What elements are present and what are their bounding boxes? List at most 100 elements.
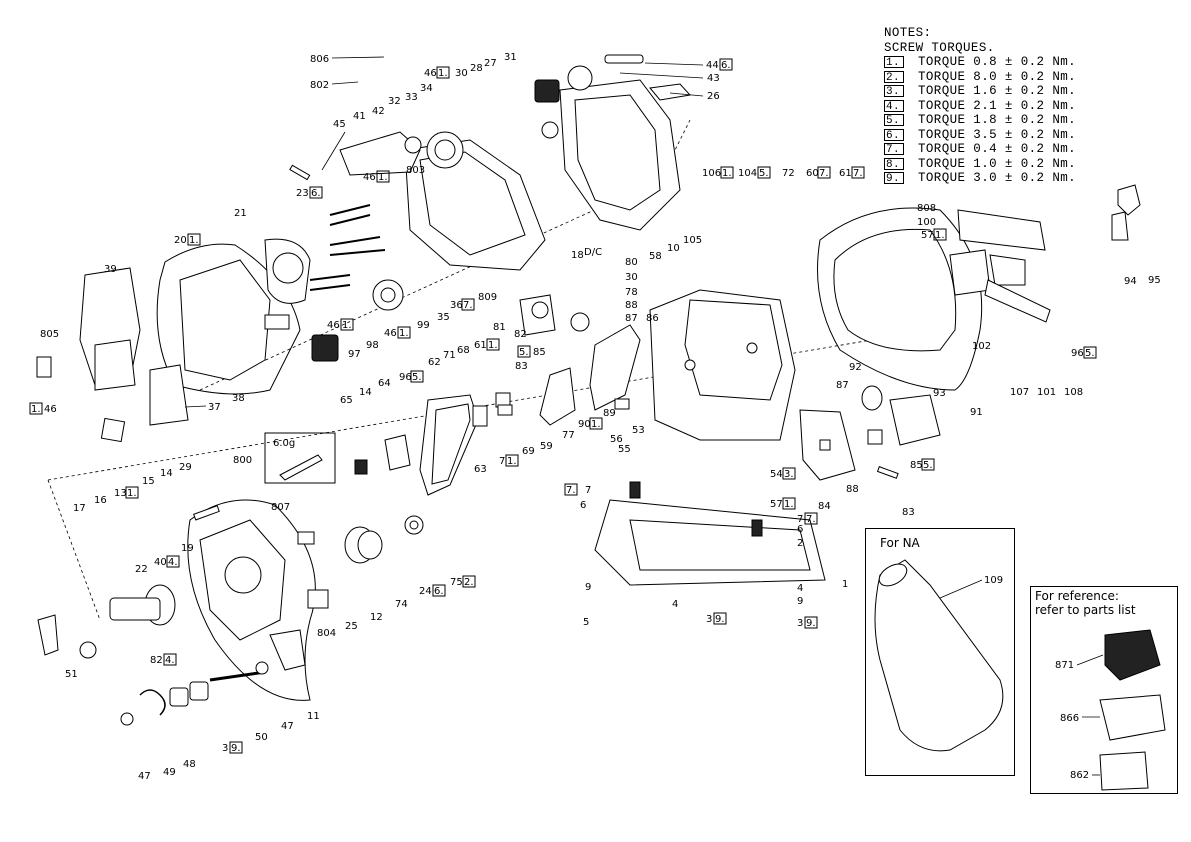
callout-106: 106 — [702, 168, 721, 179]
gear-guard-assembly — [354, 294, 641, 496]
callout-33: 33 — [405, 92, 418, 103]
callout-71: 71 — [443, 350, 456, 361]
callout-2: 2 — [797, 538, 803, 549]
callout-46e: 46 — [384, 328, 397, 339]
callout-27: 27 — [484, 58, 497, 69]
grease-box: 6.0g — [264, 432, 336, 484]
callout-84: 84 — [818, 501, 831, 512]
oil-bottle-109 — [874, 559, 1004, 752]
motor-housing-assembly — [289, 54, 691, 271]
callout-11: 11 — [307, 711, 320, 722]
callout-37: 37 — [208, 402, 221, 413]
callout-85: 85 — [533, 347, 546, 358]
callout-28: 28 — [470, 63, 483, 74]
for-na-box: For NA — [865, 528, 1015, 776]
callout-48: 48 — [183, 759, 196, 770]
callout-95: 95 — [1148, 275, 1161, 286]
callout-54: 54 — [770, 469, 783, 480]
svg-text:5.: 5. — [759, 168, 769, 179]
callout-5: 5 — [583, 617, 589, 628]
callout-19: 19 — [181, 543, 194, 554]
callout-55: 55 — [618, 444, 631, 455]
svg-text:6.: 6. — [721, 60, 731, 71]
svg-text:9.: 9. — [231, 743, 241, 754]
callout-4: 4 — [672, 599, 678, 610]
callout-46b: 46 — [363, 172, 376, 183]
callout-30a: 30 — [455, 68, 468, 79]
screw-torque-notes: NOTES: SCREW TORQUES. 1.TORQUE 0.8 ± 0.2… — [884, 26, 1076, 186]
callout-38: 38 — [232, 393, 245, 404]
callout-40: 40 — [154, 557, 167, 568]
callout-41: 41 — [353, 111, 366, 122]
torque-row-4: 4.TORQUE 2.1 ± 0.2 Nm. — [884, 98, 1077, 113]
svg-text:1.: 1. — [342, 320, 352, 331]
svg-text:4.: 4. — [165, 655, 175, 666]
callout-13: 13 — [114, 488, 127, 499]
svg-text:1.: 1. — [378, 172, 388, 183]
torque-row-7: 7.TORQUE 0.4 ± 0.2 Nm. — [884, 142, 1077, 156]
callout-109: 109 — [984, 575, 1003, 586]
callout-107: 107 — [1010, 387, 1029, 398]
ref-862: 862 — [1070, 770, 1089, 781]
callout-3: 3 — [222, 743, 228, 754]
callout-39: 39 — [104, 264, 117, 275]
callout-56: 56 — [610, 434, 623, 445]
torque-row-3: 3.TORQUE 1.6 ± 0.2 Nm. — [884, 84, 1077, 98]
ref-866: 866 — [1060, 713, 1079, 724]
callout-36: 36 — [450, 300, 463, 311]
callout-809: 809 — [478, 292, 497, 303]
callout-87b: 87 — [836, 380, 849, 391]
callout-88: 88 — [625, 300, 638, 311]
svg-text:1.: 1. — [591, 419, 601, 430]
callout-21: 21 — [234, 208, 247, 219]
callout-803: 803 — [406, 165, 425, 176]
svg-text:7.: 7. — [566, 485, 576, 496]
callout-50: 50 — [255, 732, 268, 743]
callout-808: 808 — [917, 203, 936, 214]
callout-62: 62 — [428, 357, 441, 368]
callout-89: 89 — [603, 408, 616, 419]
notes-title: NOTES: — [884, 26, 932, 40]
svg-text:4.: 4. — [168, 557, 178, 568]
callout-64: 64 — [378, 378, 391, 389]
callout-57: 57 — [921, 230, 934, 241]
svg-text:5.: 5. — [1085, 348, 1095, 359]
svg-text:1.: 1. — [488, 340, 498, 351]
callout-53: 53 — [632, 425, 645, 436]
callout-35: 35 — [437, 312, 450, 323]
svg-text:5.: 5. — [412, 372, 422, 383]
callout-86: 86 — [646, 313, 659, 324]
callout-20: 20 — [174, 235, 187, 246]
torque-row-2: 2.TORQUE 8.0 ± 0.2 Nm. — [884, 69, 1077, 84]
svg-text:2.: 2. — [464, 577, 474, 588]
callout-7b: 7 — [585, 485, 591, 496]
callout-68: 68 — [457, 345, 470, 356]
reference-text: For reference: refer to parts list — [1035, 589, 1136, 617]
notes-subtitle: SCREW TORQUES. — [884, 40, 995, 55]
assembly-axis-line — [47, 479, 101, 621]
callout-46c: 46 — [44, 404, 57, 415]
callout-29: 29 — [179, 462, 192, 473]
callout-102: 102 — [972, 341, 991, 352]
callout-6b: 6 — [797, 524, 803, 535]
callout-47b: 47 — [281, 721, 294, 732]
grease-label: 6.0g — [273, 438, 295, 449]
callout-44: 44 — [706, 60, 719, 71]
callout-47: 47 — [138, 771, 151, 782]
callout-105: 105 — [683, 235, 702, 246]
callout-800: 800 — [233, 455, 252, 466]
callout-14b: 14 — [359, 387, 372, 398]
callout-77: 77 — [562, 430, 575, 441]
svg-text:9.: 9. — [715, 614, 725, 625]
callout-32: 32 — [388, 96, 401, 107]
callout-24: 24 — [419, 586, 432, 597]
rear-housing-assembly — [36, 204, 404, 443]
callout-92: 92 — [849, 362, 862, 373]
svg-text:7.: 7. — [806, 514, 816, 525]
callout-59: 59 — [540, 441, 553, 452]
callout-90: 90 — [578, 419, 591, 430]
svg-text:1.: 1. — [507, 456, 517, 467]
svg-text:3.: 3. — [784, 469, 794, 480]
callout-3c: 3 — [797, 618, 803, 629]
